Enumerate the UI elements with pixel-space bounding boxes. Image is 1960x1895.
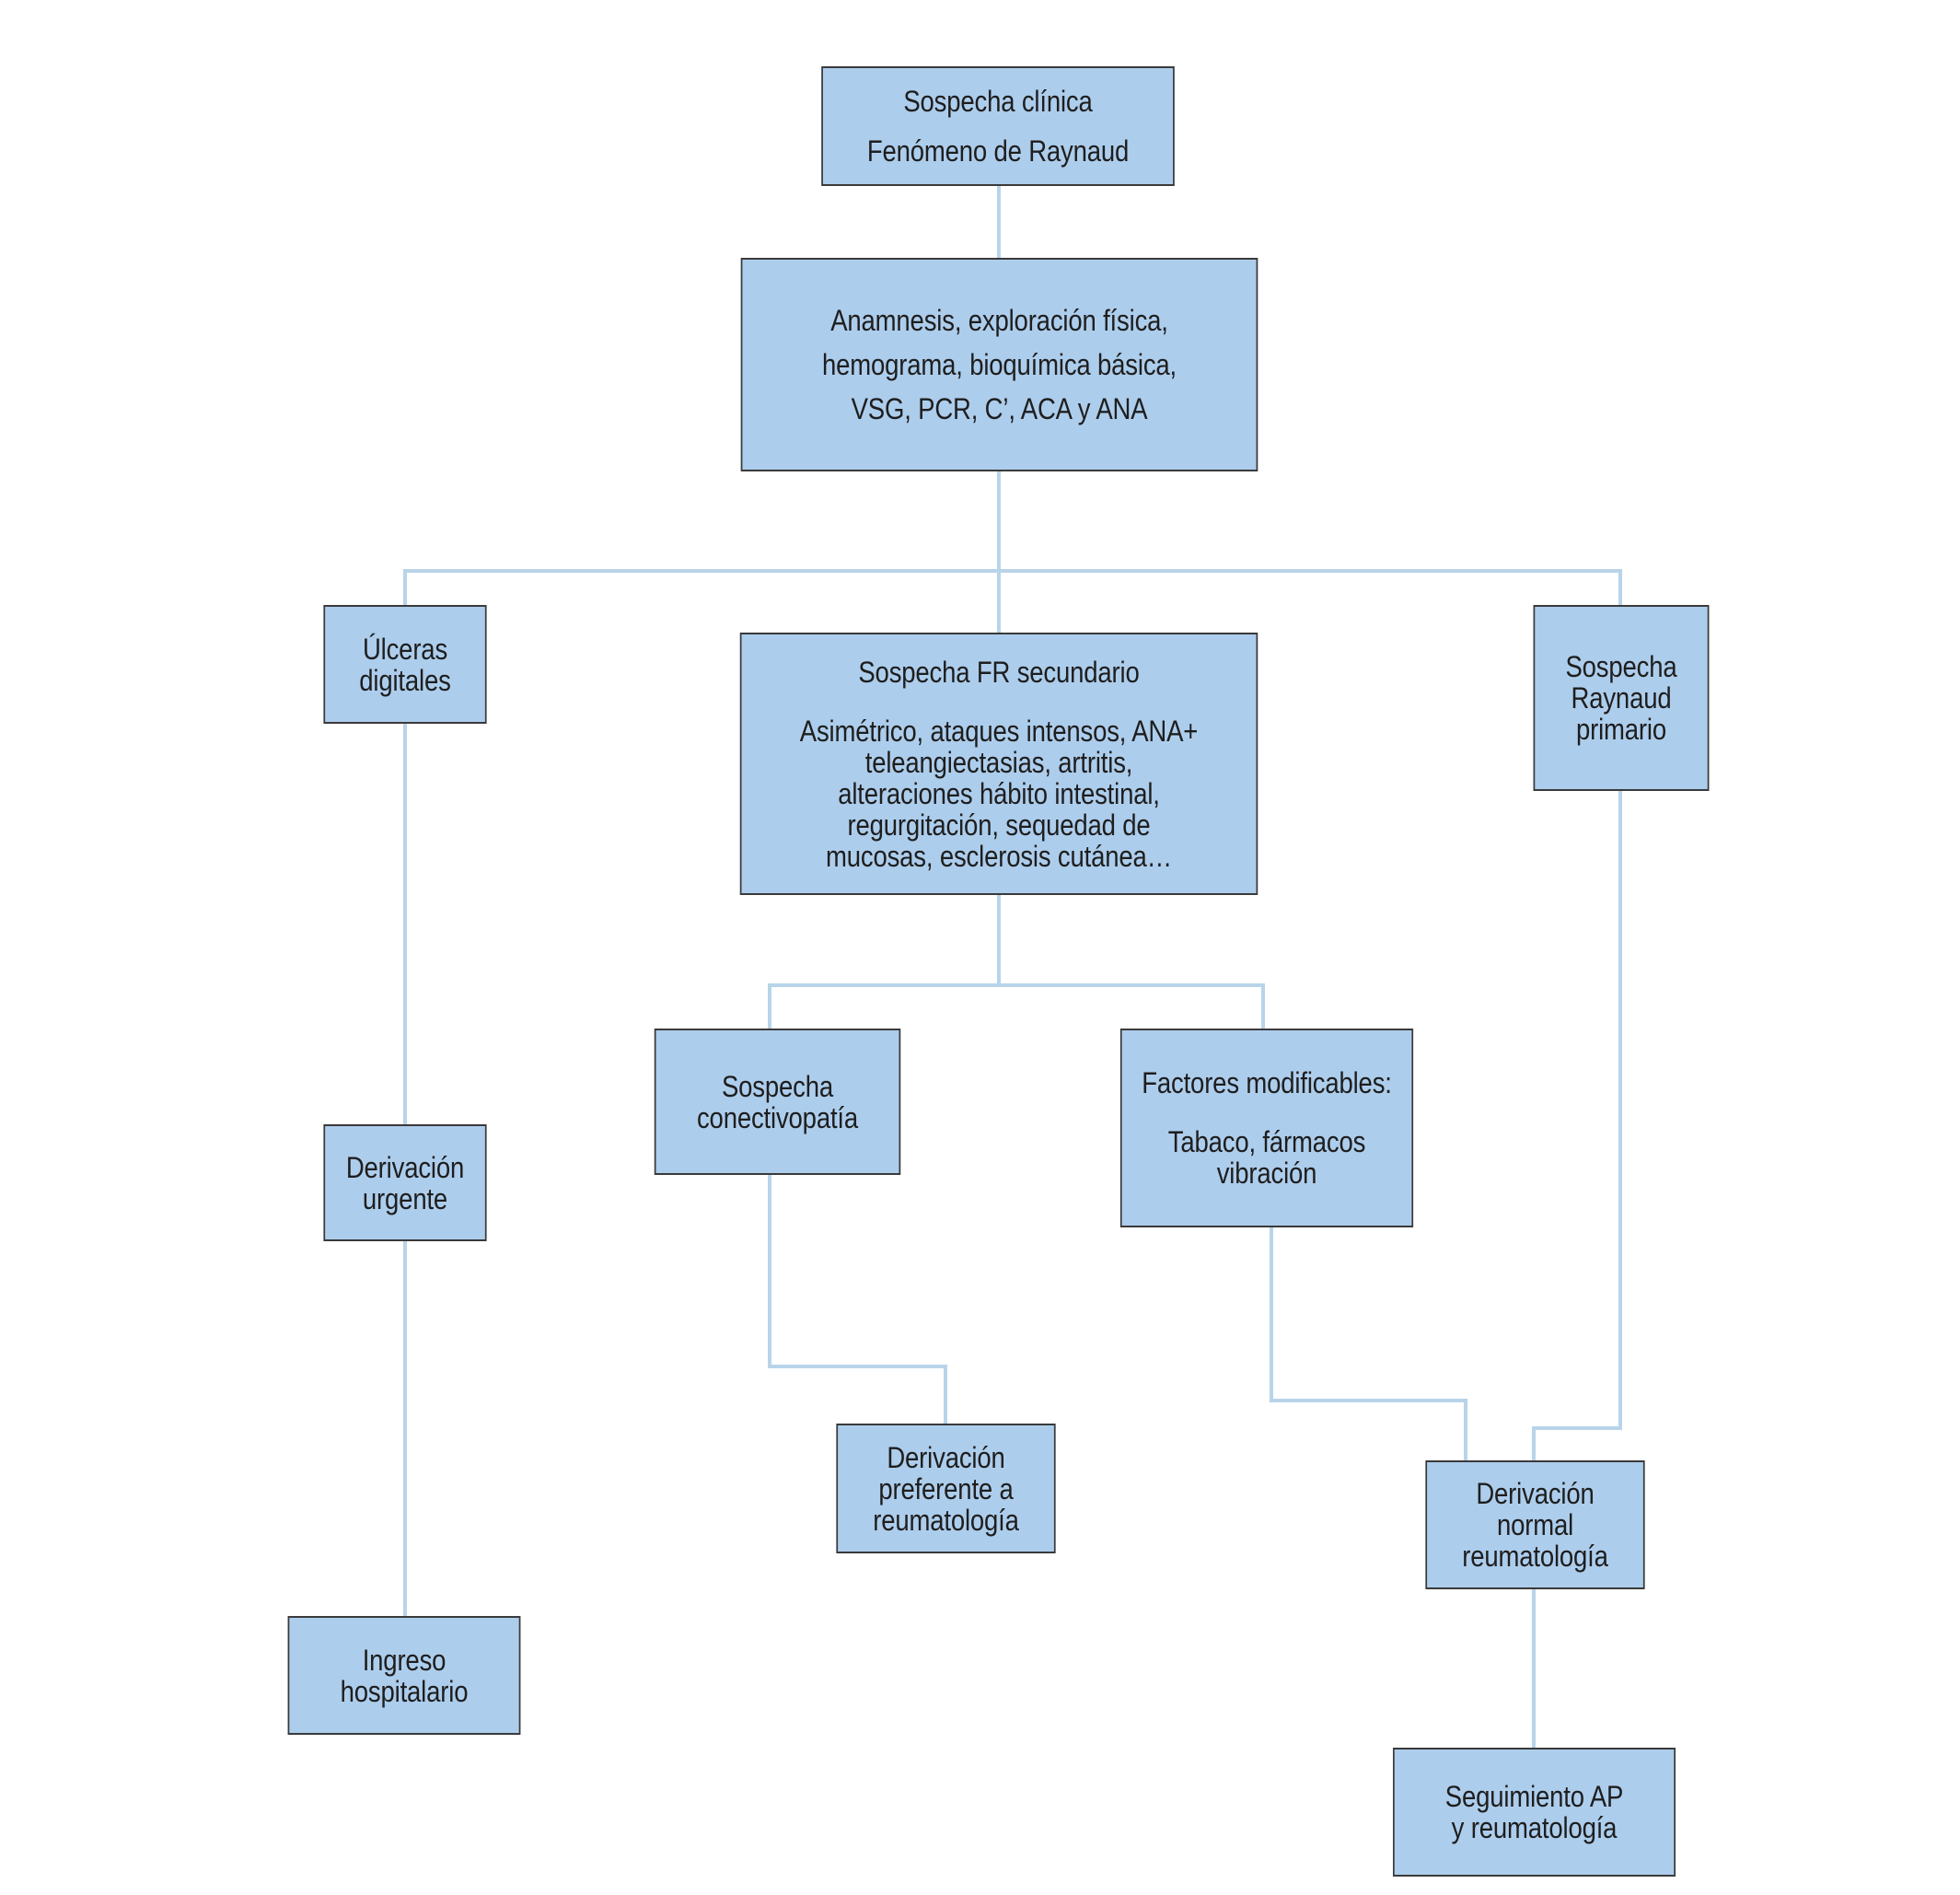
node-primario-line-1: Sospecha	[1565, 650, 1677, 683]
node-anamnesis-line-2: hemograma, bioquímica básica,	[821, 348, 1177, 381]
node-seguimiento: Seguimiento AP y reumatología	[1392, 1748, 1676, 1877]
connector-split-horizontal	[768, 983, 1265, 1029]
node-factores-title: Factores modificables:	[1142, 1066, 1392, 1099]
node-sospecha-conectivopatia: Sospecha conectivopatía	[654, 1029, 901, 1175]
node-conectivopatia-line-2: conectivopatía	[696, 1100, 859, 1134]
node-factores-line-2: vibración	[1216, 1157, 1317, 1190]
node-factores-modificables: Factores modificables: Tabaco, fármacos …	[1119, 1029, 1414, 1227]
node-preferente-line-1: Derivación	[887, 1440, 1005, 1474]
node-primario-line-2: Raynaud	[1571, 681, 1672, 715]
node-ingreso-line-2: hospitalario	[340, 1674, 469, 1708]
connector-factores-normal	[1270, 1227, 1467, 1460]
node-anamnesis-line-3: VSG, PCR, C’, ACA y ANA	[851, 392, 1148, 425]
node-primario-line-3: primario	[1575, 713, 1667, 746]
node-secundario-line-4: regurgitación, sequedad de	[847, 808, 1151, 842]
connector-primario-normal	[1532, 791, 1622, 1460]
node-sospecha-clinica-subtitle: Fenómeno de Raynaud	[866, 134, 1130, 168]
node-preferente-line-3: reumatología	[873, 1503, 1019, 1537]
node-ulceras-line-1: Úlceras	[362, 632, 448, 666]
node-secundario-line-1: Asimétrico, ataques intensos, ANA+	[799, 714, 1199, 748]
node-normal-line-3: reumatología	[1462, 1540, 1608, 1573]
node-sospecha-clinica: Sospecha clínica Fenómeno de Raynaud	[821, 66, 1175, 186]
node-secundario-line-2: teleangiectasias, artritis,	[864, 745, 1133, 779]
node-conectivopatia-line-1: Sospecha	[721, 1069, 834, 1103]
node-derivacion-urgente: Derivación urgente	[323, 1124, 487, 1241]
node-sospecha-fr-secundario: Sospecha FR secundario Asimétrico, ataqu…	[739, 633, 1258, 895]
node-factores-line-1: Tabaco, fármacos	[1167, 1125, 1366, 1158]
connector-branch-horizontal	[403, 569, 1622, 631]
node-seguimiento-line-2: y reumatología	[1451, 1811, 1618, 1844]
node-secundario-line-5: mucosas, esclerosis cutánea…	[825, 839, 1173, 873]
node-sospecha-clinica-title: Sospecha clínica	[903, 85, 1093, 118]
node-urgente-line-1: Derivación	[345, 1150, 465, 1184]
node-ingreso-hospitalario: Ingreso hospitalario	[287, 1616, 521, 1735]
node-derivacion-preferente: Derivación preferente a reumatología	[836, 1424, 1056, 1553]
node-normal-line-1: Derivación	[1476, 1477, 1595, 1510]
node-ulceras-digitales: Úlceras digitales	[323, 605, 487, 724]
node-anamnesis: Anamnesis, exploración física, hemograma…	[740, 258, 1258, 471]
node-secundario-line-3: alteraciones hábito intestinal,	[838, 776, 1160, 810]
node-anamnesis-line-1: Anamnesis, exploración física,	[830, 304, 1168, 337]
node-sospecha-raynaud-primario: Sospecha Raynaud primario	[1533, 605, 1710, 791]
node-ulceras-line-2: digitales	[359, 663, 451, 697]
connector-conectivopatia-preferente	[768, 1175, 947, 1424]
node-derivacion-normal: Derivación normal reumatología	[1425, 1460, 1645, 1589]
node-preferente-line-2: preferente a	[878, 1471, 1014, 1506]
node-secundario-title: Sospecha FR secundario	[858, 655, 1140, 689]
node-normal-line-2: normal	[1496, 1508, 1574, 1541]
node-urgente-line-2: urgente	[362, 1181, 448, 1215]
node-seguimiento-line-1: Seguimiento AP	[1444, 1780, 1624, 1813]
node-ingreso-line-1: Ingreso	[362, 1643, 447, 1677]
